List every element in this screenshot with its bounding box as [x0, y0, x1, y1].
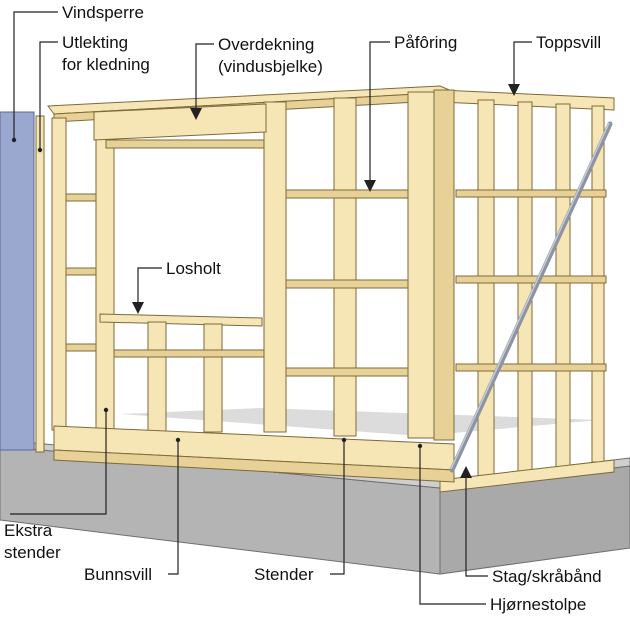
window-header-lower — [105, 139, 265, 149]
arrow-toppsvill — [508, 84, 520, 96]
extra-stud — [263, 101, 287, 433]
label-ekstra-line2: stender — [4, 543, 61, 562]
label-utlekting-line1: Utlekting — [62, 33, 128, 52]
label-overdekning-line2: (vindusbjelke) — [218, 57, 323, 76]
furring-rail — [65, 267, 97, 276]
label-losholt: Losholt — [166, 259, 221, 278]
furring-rail — [65, 343, 97, 352]
brace-strap-highlight — [450, 122, 610, 470]
stud — [51, 117, 67, 431]
side-stud — [555, 103, 571, 469]
label-bunnsvill: Bunnsvill — [84, 565, 152, 584]
leader-overdekning — [195, 43, 214, 116]
arrow-paforing — [364, 180, 376, 192]
arrow-overdekning — [190, 108, 202, 120]
label-stag: Stag/skråbånd — [492, 567, 602, 586]
leader-ekstra — [10, 410, 107, 515]
label-hjornestolpe: Hjørnestolpe — [490, 595, 586, 614]
bottom-plate-lower — [53, 449, 455, 483]
leader-dot — [37, 147, 43, 153]
side-wall — [439, 89, 615, 493]
side-stud — [517, 101, 533, 475]
furring-rail — [285, 189, 409, 199]
cripple-stud — [203, 323, 223, 433]
front-wall — [47, 85, 455, 483]
leader-hjornestolpe — [419, 446, 486, 605]
furring-rail — [65, 193, 97, 202]
side-rail — [455, 275, 607, 284]
furring-rail — [285, 367, 409, 377]
cripple-stud — [147, 321, 167, 433]
cladding-batten — [35, 115, 45, 453]
stud — [407, 91, 435, 439]
furring-rail — [285, 279, 409, 289]
label-overdekning-line1: Overdekning — [218, 35, 314, 54]
leader-dot — [341, 437, 347, 443]
label-vindsperre: Vindsperre — [62, 3, 144, 22]
side-rail — [455, 363, 607, 372]
arrow-losholt — [132, 302, 144, 314]
extra-stud — [95, 135, 115, 431]
furring-rail — [113, 349, 265, 358]
leader-lines — [10, 11, 532, 605]
leader-paforing — [369, 41, 390, 188]
side-bottom-plate — [439, 459, 615, 493]
leader-dot — [175, 437, 181, 443]
leader-arrows — [132, 84, 520, 478]
side-stud — [477, 99, 495, 481]
label-toppsvill: Toppsvill — [536, 33, 601, 52]
leader-utlekting — [39, 41, 58, 150]
leader-vindsperre — [13, 11, 58, 140]
leader-dots — [11, 137, 423, 449]
leader-stender — [330, 440, 345, 575]
corner-post — [433, 89, 455, 441]
label-paforing: Påfôring — [394, 33, 457, 52]
window-sill — [99, 313, 263, 327]
window-header — [93, 103, 267, 141]
leader-dot — [11, 137, 17, 143]
leader-dot — [103, 407, 109, 413]
stud — [333, 97, 357, 437]
leader-losholt — [137, 267, 162, 310]
label-stender: Stender — [254, 565, 314, 584]
leader-bunnsvill — [168, 440, 179, 575]
label-ekstra-line1: Ekstra — [4, 521, 53, 540]
leader-dot — [417, 443, 423, 449]
wind-barrier — [0, 111, 35, 451]
brace-strap — [449, 121, 613, 473]
leader-stag — [465, 470, 488, 577]
arrow-stag — [460, 466, 472, 478]
leader-toppsvill — [513, 41, 532, 92]
label-utlekting-line2: for kledning — [62, 55, 150, 74]
side-rail — [455, 189, 607, 198]
